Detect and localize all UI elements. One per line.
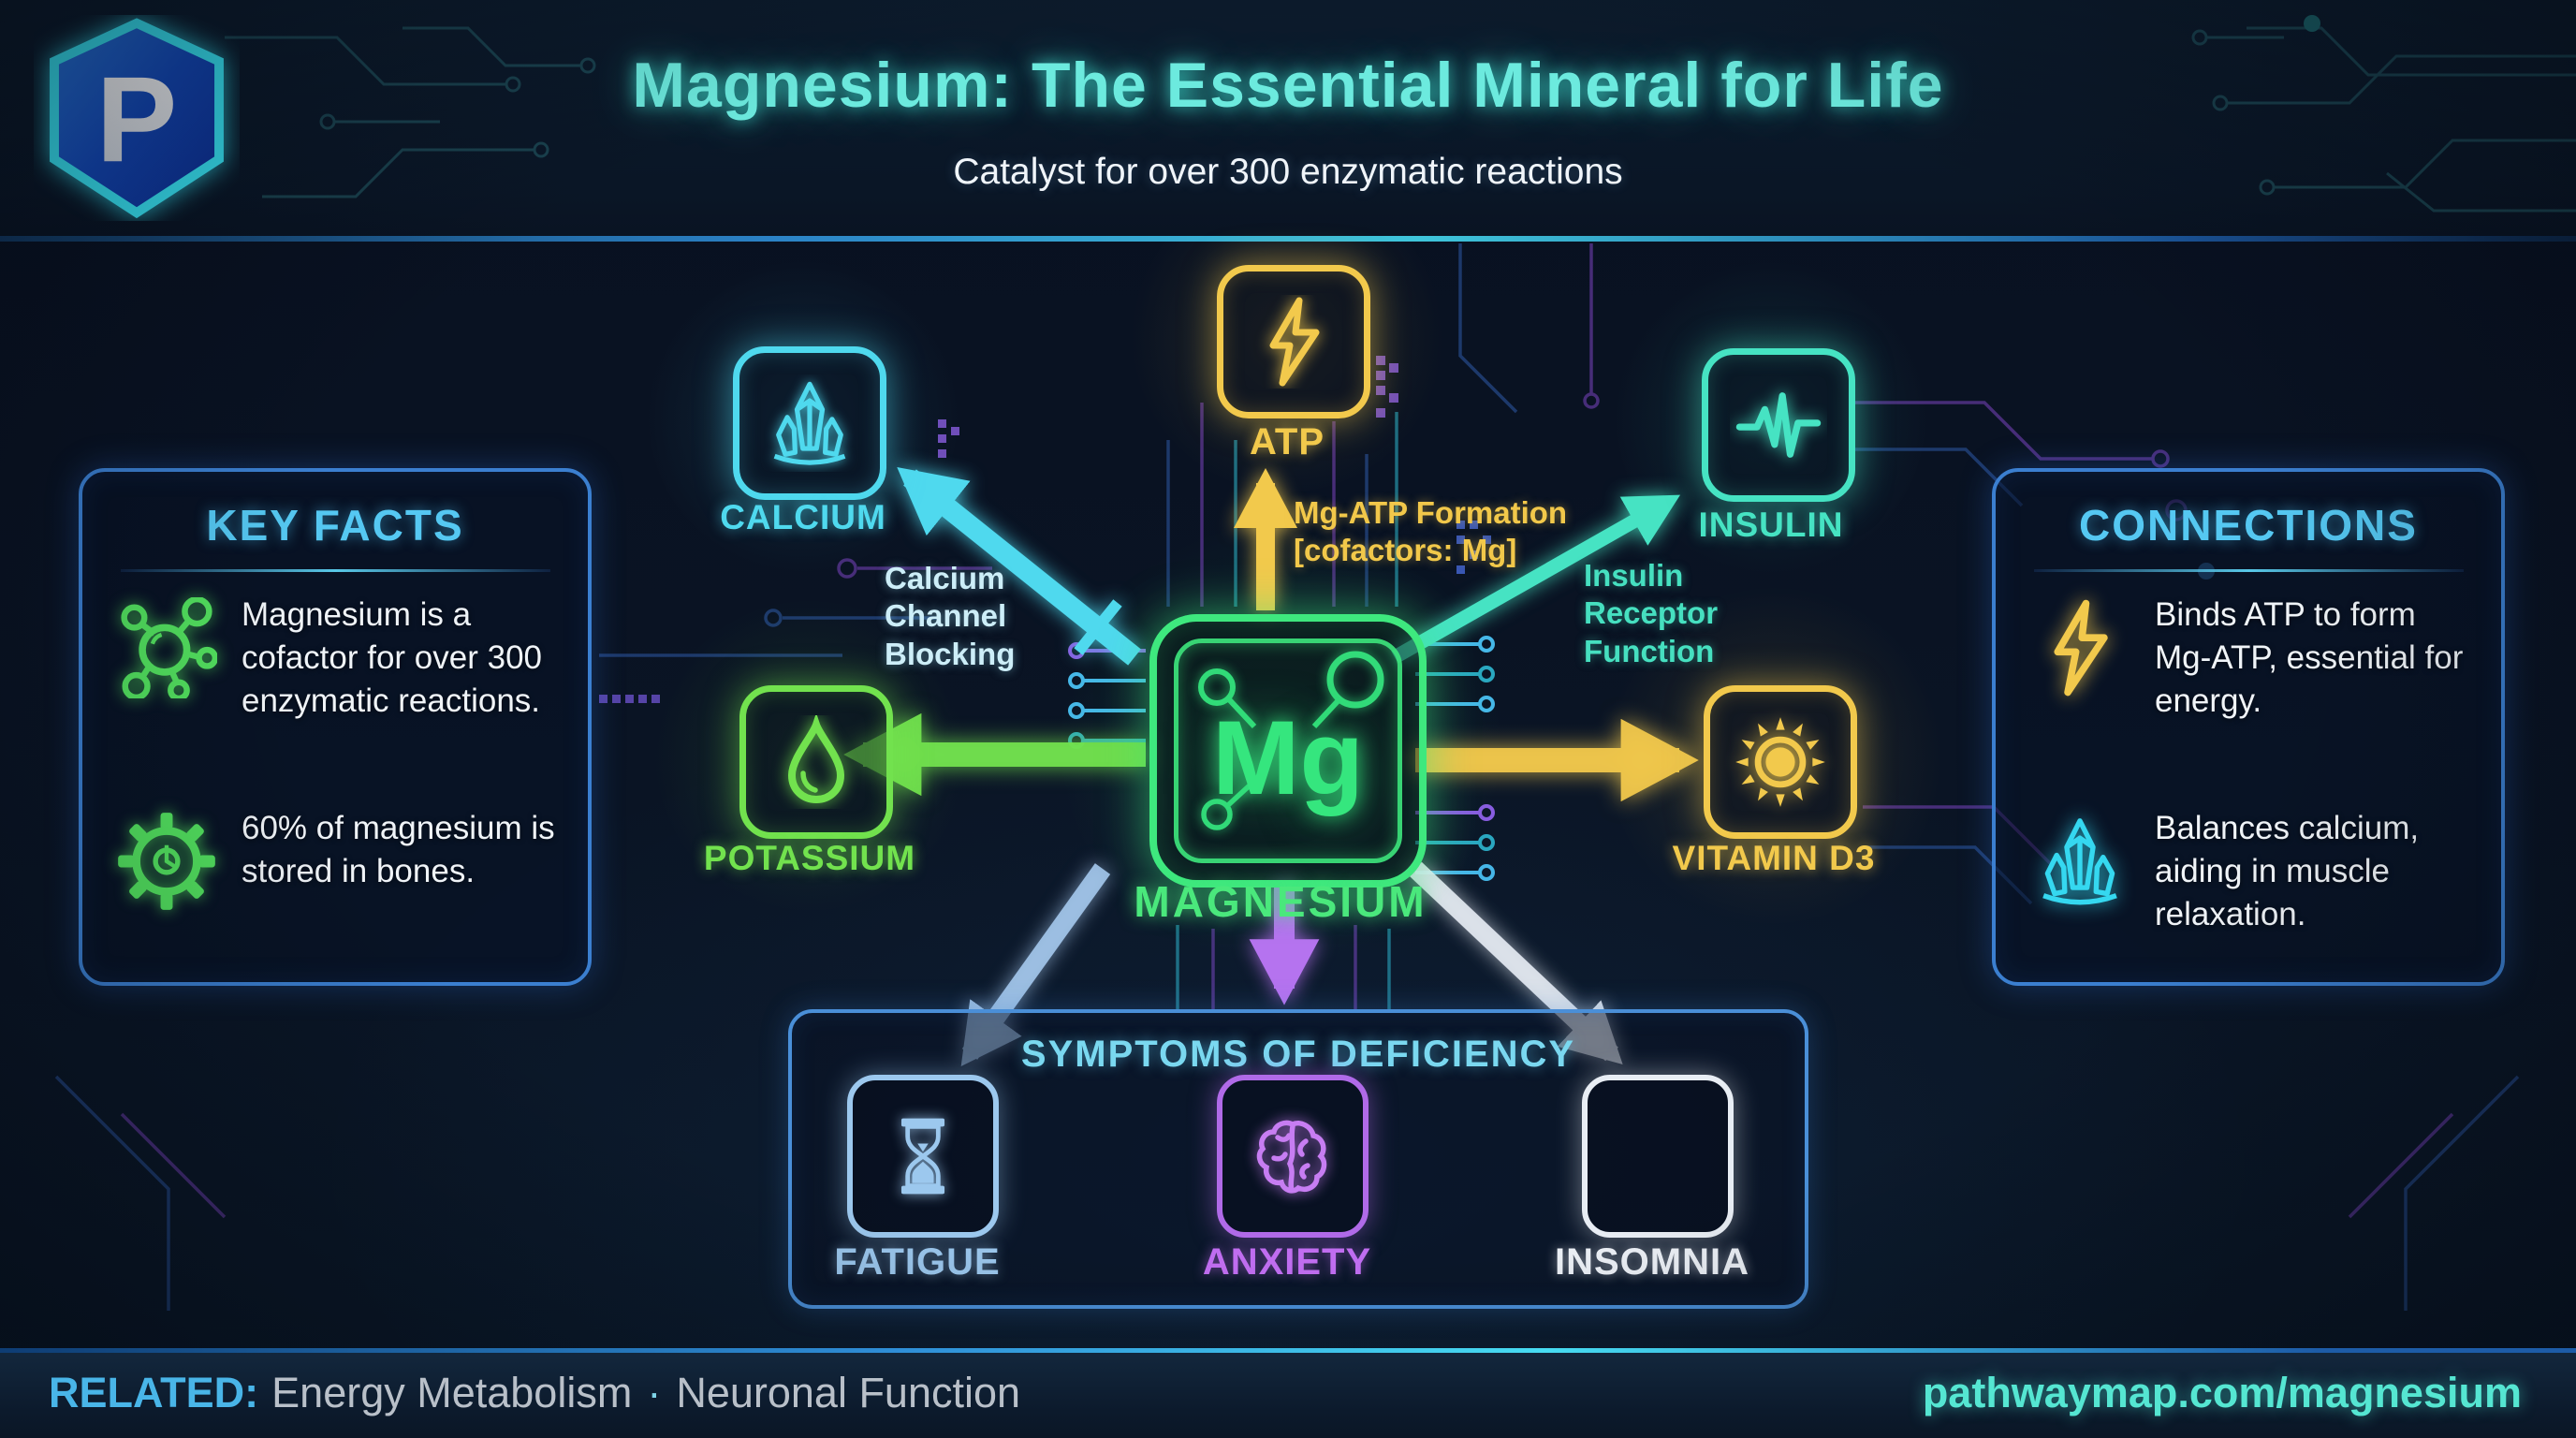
fact-text: Magnesium is a cofactor for over 300 enz… xyxy=(242,596,542,720)
atp-node xyxy=(1217,265,1370,418)
gear-icon xyxy=(118,813,215,910)
lightning-icon xyxy=(1269,297,1320,387)
key-facts-panel: KEY FACTS Magnesium is a cofactor for ov… xyxy=(79,468,592,986)
fact-text: 60% of magnesium is stored in bones. xyxy=(242,810,555,890)
circuit-decoration xyxy=(1211,925,1357,1009)
connection-text: Balances calcium, aiding in muscle relax… xyxy=(2155,810,2420,933)
connections-divider xyxy=(2033,569,2464,572)
anxiety-label: ANXIETY xyxy=(1202,1241,1372,1283)
magnesium-symbol: Mg xyxy=(1212,698,1364,816)
connection-text: Binds ATP to form Mg-ATP, essential for … xyxy=(2155,596,2464,720)
connection-item: Binds ATP to form Mg-ATP, essential for … xyxy=(2029,594,2469,724)
footer: RELATED: Energy Metabolism · Neuronal Funct… xyxy=(0,1348,2576,1438)
vitamin-d3-label: VITAMIN D3 xyxy=(1672,839,1876,877)
magnesium-label: MAGNESIUM xyxy=(1134,877,1427,926)
anxiety-node xyxy=(1217,1075,1368,1238)
edge-label-calcium-blocking: Calcium Channel Blocking xyxy=(885,561,1016,671)
key-facts-title: KEY FACTS xyxy=(206,501,464,550)
crystal-icon xyxy=(2042,818,2117,905)
potassium-node xyxy=(739,685,893,839)
sun-icon xyxy=(1735,717,1825,807)
related-line: RELATED: Energy Metabolism · Neuronal Funct… xyxy=(49,1369,1020,1417)
insulin-label: INSULIN xyxy=(1698,506,1844,544)
calcium-label: CALCIUM xyxy=(720,498,886,536)
connection-item: Balances calcium, aiding in muscle relax… xyxy=(2029,807,2469,937)
molecule-icon xyxy=(121,597,217,698)
fatigue-label: FATIGUE xyxy=(834,1241,1001,1283)
fact-item: 60% of magnesium is stored in bones. xyxy=(116,807,556,912)
crystal-icon xyxy=(773,381,846,465)
related-item: Energy Metabolism xyxy=(271,1369,633,1416)
droplet-icon xyxy=(787,715,845,804)
page-title: Magnesium: The Essential Mineral for Lif… xyxy=(632,50,1944,121)
atp-label: ATP xyxy=(1249,421,1325,462)
edge-label-line: Mg-ATP Formation xyxy=(1294,495,1568,530)
page-subtitle: Catalyst for over 300 enzymatic reaction… xyxy=(953,152,1623,192)
symptoms-title: SYMPTOMS OF DEFICIENCY xyxy=(1020,1034,1576,1075)
header: P Magnesium: The Essential Mineral for L… xyxy=(0,0,2576,242)
related-label: RELATED: xyxy=(49,1369,259,1416)
pulse-icon xyxy=(1735,392,1822,458)
magnesium-node: Mg xyxy=(1149,614,1427,888)
lightning-icon xyxy=(2054,599,2108,697)
footer-url: pathwaymap.com/magnesium xyxy=(1922,1369,2522,1416)
key-facts-divider xyxy=(120,569,550,572)
related-item: Neuronal Function xyxy=(676,1369,1021,1416)
edge-label-insulin-receptor: Insulin Receptor Function xyxy=(1584,558,1719,668)
connections-panel: CONNECTIONS Binds ATP to form Mg-ATP, es… xyxy=(1992,468,2505,986)
calcium-node xyxy=(733,346,886,500)
vitamin-d3-node xyxy=(1704,685,1857,839)
moon-icon xyxy=(1631,1120,1667,1193)
connections-title: CONNECTIONS xyxy=(2079,501,2418,550)
edge-label-line: [cofactors: Mg] xyxy=(1294,533,1517,568)
insomnia-node xyxy=(1582,1075,1734,1238)
fatigue-node xyxy=(847,1075,999,1238)
insulin-node xyxy=(1702,348,1855,502)
insomnia-label: INSOMNIA xyxy=(1555,1241,1749,1283)
edge-label-atp-formation: Mg-ATP Formation [cofactors: Mg] xyxy=(1294,494,1631,570)
brain-icon xyxy=(1256,1120,1327,1194)
potassium-label: POTASSIUM xyxy=(703,839,916,877)
fact-item: Magnesium is a cofactor for over 300 enz… xyxy=(116,594,556,724)
separator-dot: · xyxy=(647,1369,662,1416)
hourglass-icon xyxy=(900,1118,945,1195)
